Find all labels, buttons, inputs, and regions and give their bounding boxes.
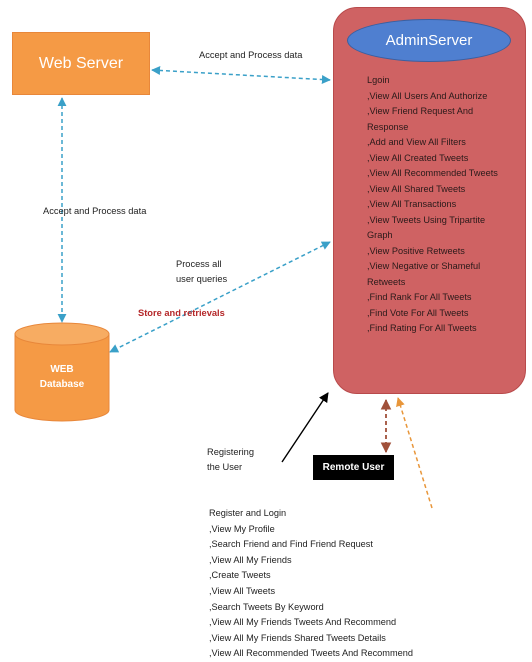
user-function-list: Register and Login ,View My Profile ,Sea… [209, 506, 413, 662]
user-function-item: ,View My Profile [209, 523, 275, 534]
admin-function-item: Retweets [367, 276, 406, 287]
database-label-line: Database [39, 379, 85, 390]
admin-function-item: ,View All Users And Authorize [367, 90, 488, 101]
admin-server-title: AdminServer [347, 19, 511, 62]
admin-function-item: ,View Negative or Shameful [367, 261, 481, 271]
database-label: WEB Database [15, 362, 109, 392]
admin-function-item: ,View All Created Tweets [367, 152, 469, 163]
process-queries-label-line2: user queries [176, 274, 228, 284]
admin-database-connector [109, 241, 331, 353]
accept-process-label-top: Accept and Process data [199, 50, 303, 60]
admin-function-item: ,Find Rank For All Tweets [367, 292, 472, 302]
admin-function-item: ,View All Transactions [367, 199, 457, 209]
web-server-node: Web Server [12, 32, 150, 95]
user-function-item: ,Create Tweets [209, 570, 271, 581]
user-function-item: ,View All Recommended Tweets And Recomme… [209, 648, 413, 659]
user-function-item: ,Search Tweets By Keyword [209, 601, 324, 612]
registering-label-line2: the User [207, 462, 243, 472]
process-queries-label-line1: Process all [176, 259, 222, 269]
remote-user-node: Remote User [313, 455, 394, 480]
user-function-item: ,View All My Friends Shared Tweets Detai… [209, 632, 386, 643]
admin-function-item: Response [367, 121, 409, 132]
accept-process-label-left: Accept and Process data [43, 206, 147, 216]
user-function-item: ,View All Tweets [209, 585, 276, 596]
admin-function-item: ,View All Recommended Tweets [367, 168, 498, 178]
database-cylinder [14, 322, 110, 422]
database-label-line: WEB [50, 364, 74, 375]
admin-function-item: ,View Tweets Using Tripartite [367, 214, 486, 225]
admin-function-item: ,View All Shared Tweets [367, 183, 466, 194]
admin-function-item: Graph [367, 230, 393, 240]
admin-server-label: AdminServer [385, 32, 473, 49]
user-function-item: ,Search Friend and Find Friend Request [209, 539, 373, 550]
admin-function-item: ,View Positive Retweets [367, 245, 465, 256]
remote-user-label: Remote User [322, 462, 385, 473]
admin-function-item: ,View Friend Request And [367, 106, 474, 116]
store-retrievals-label: Store and retrievals [138, 308, 225, 318]
user-function-item: Register and Login [209, 508, 287, 518]
admin-function-item: ,Add and View All Filters [367, 137, 466, 147]
admin-server-panel [333, 7, 526, 394]
orange-connector [396, 397, 433, 509]
webserver-admin-connector [151, 65, 331, 85]
registering-label-line1: Registering [207, 447, 255, 457]
web-server-label: Web Server [38, 54, 124, 72]
user-function-item: ,View All My Friends [209, 554, 292, 565]
admin-function-item: ,Find Rating For All Tweets [367, 323, 477, 333]
registering-arrow [281, 392, 329, 463]
admin-function-item: Lgoin [367, 75, 390, 85]
user-function-item: ,View All My Friends Tweets And Recommen… [209, 617, 397, 628]
admin-function-item: ,Find Vote For All Tweets [367, 307, 469, 318]
admin-function-list: Lgoin ,View All Users And Authorize ,Vie… [367, 73, 517, 337]
